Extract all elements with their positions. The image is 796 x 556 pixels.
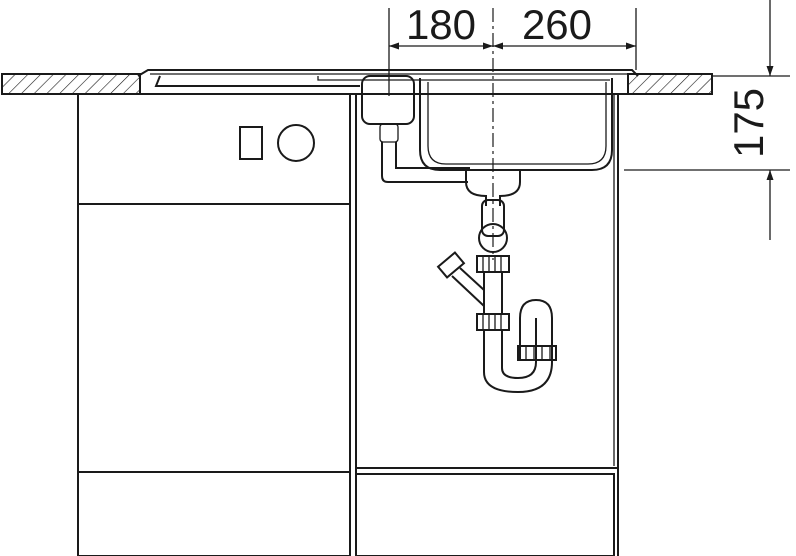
sink-rim bbox=[137, 69, 639, 87]
dimension-175: 175 bbox=[725, 88, 772, 158]
dishwasher-cabinet bbox=[77, 93, 351, 556]
dimension-260: 260 bbox=[522, 1, 592, 48]
control-knob-icon bbox=[239, 126, 263, 160]
sink-basin bbox=[419, 78, 613, 171]
horizontal-dimensions: 180 260 bbox=[388, 1, 637, 96]
drain-trap bbox=[436, 170, 557, 394]
vertical-dimension: 175 bbox=[624, 0, 790, 240]
control-dial-icon bbox=[277, 124, 315, 162]
overflow-drain bbox=[361, 75, 470, 183]
dimension-180: 180 bbox=[406, 1, 476, 48]
sink-cabinet bbox=[355, 94, 619, 556]
